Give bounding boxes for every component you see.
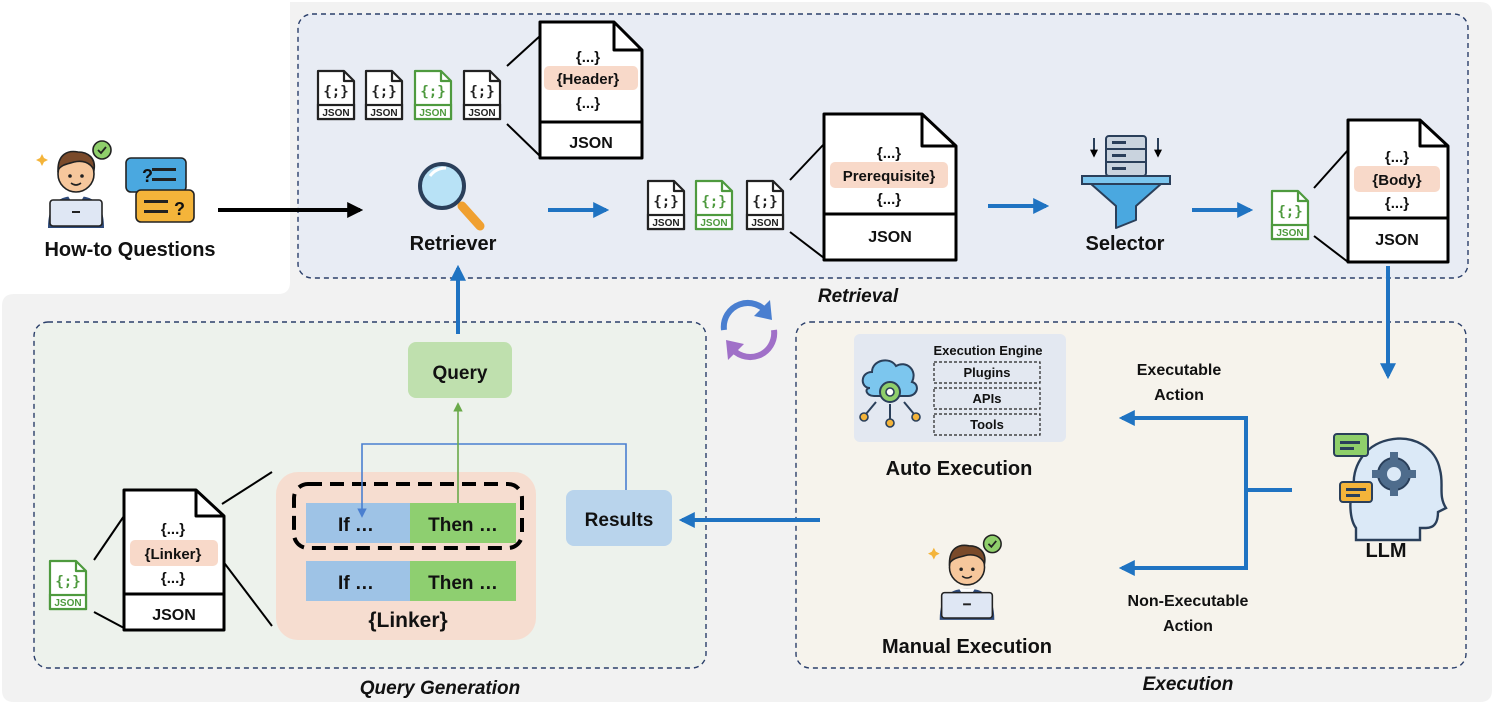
manual-execution-label: Manual Execution: [882, 636, 1052, 658]
card-bottom: {...}: [877, 191, 901, 208]
executable-action-label-1: Executable: [1137, 362, 1222, 379]
card-highlight: Prerequisite}: [843, 168, 936, 185]
funnel-icon: [1081, 135, 1171, 229]
card-bottom: {...}: [576, 95, 600, 112]
rule-then: Then …: [428, 515, 498, 536]
json-file-icon: [745, 179, 785, 231]
rule-if: If …: [338, 573, 374, 594]
llm-label: LLM: [1365, 540, 1406, 562]
prerequisite-json-card: {...} Prerequisite} {...} JSON: [789, 112, 958, 262]
non-executable-action-label-1: Non-Executable: [1128, 593, 1249, 610]
card-footer: JSON: [152, 607, 196, 624]
rule-then-cell: [410, 503, 516, 543]
engine-item-box: [933, 413, 1041, 436]
rule-then-cell: [410, 561, 516, 601]
card-highlight: {Linker}: [145, 546, 202, 563]
json-file-icon: [462, 69, 502, 121]
engine-item-apis: APIs: [973, 391, 1002, 406]
card-footer: JSON: [569, 135, 613, 152]
query-label: Query: [433, 363, 488, 384]
header-json-card: {...} {Header} {...} JSON: [506, 20, 644, 160]
json-file-icon: [646, 179, 686, 231]
magnifier-icon: [418, 162, 485, 231]
refresh-icon: [720, 299, 778, 361]
engine-item-tools: Tools: [970, 417, 1004, 432]
rule-then: Then …: [428, 573, 498, 594]
engine-item-box: [933, 361, 1041, 384]
card-highlight: {Header}: [557, 71, 620, 88]
card-bottom: {...}: [161, 570, 185, 587]
json-file-icon: [413, 69, 453, 121]
card-highlight: {Body}: [1372, 172, 1421, 189]
card-footer: JSON: [868, 229, 912, 246]
card-top: {...}: [576, 49, 600, 66]
card-top: {...}: [161, 521, 185, 538]
card-top: {...}: [1385, 149, 1409, 166]
json-file-icon: [1270, 189, 1310, 241]
retrieval-title: Retrieval: [818, 286, 899, 307]
engine-item-box: [933, 387, 1041, 410]
body-json-card: {...} {Body} {...} JSON: [1313, 118, 1450, 264]
json-file-icon: [48, 559, 88, 611]
rule-if-cell: [306, 561, 410, 601]
how-to-questions-label: How-to Questions: [44, 239, 215, 261]
engine-item-plugins: Plugins: [964, 365, 1011, 380]
rule-if: If …: [338, 515, 374, 536]
query-box: [408, 342, 512, 398]
rule-row: If … Then …: [306, 503, 516, 543]
cloud-gear-icon: [859, 359, 921, 428]
linker-title: {Linker}: [368, 609, 447, 632]
results-to-rule-arrow: [357, 443, 627, 518]
svg-text:?: ?: [142, 166, 153, 186]
executable-action-label-2: Action: [1154, 387, 1204, 404]
card-bottom: {...}: [1385, 195, 1409, 212]
json-file-icon: [364, 69, 404, 121]
auto-execution-label: Auto Execution: [886, 458, 1033, 480]
user-icon: [36, 140, 112, 229]
rule-row: If … Then …: [306, 561, 516, 601]
query-generation-title: Query Generation: [360, 678, 521, 699]
linker-json-card: {...} {Linker} {...} JSON: [93, 471, 273, 632]
user-with-questions: ? ?: [36, 140, 195, 229]
action-branch-arrows: [1118, 410, 1292, 576]
execution-title: Execution: [1143, 674, 1234, 695]
card-top: {...}: [877, 145, 901, 162]
retriever-label: Retriever: [410, 233, 497, 255]
json-file-icon: [694, 179, 734, 231]
llm-head-gear-icon: [1333, 433, 1448, 542]
svg-text:?: ?: [174, 199, 185, 219]
selector-label: Selector: [1086, 233, 1165, 255]
execution-engine-title: Execution Engine: [933, 343, 1042, 358]
results-box: [566, 490, 672, 546]
selected-rule-frame: [292, 482, 524, 550]
card-footer: JSON: [1375, 232, 1419, 249]
results-label: Results: [585, 510, 654, 531]
non-executable-action-label-2: Action: [1163, 618, 1213, 635]
json-file-icon: [316, 69, 356, 121]
speech-bubbles-icon: ? ?: [125, 157, 195, 223]
